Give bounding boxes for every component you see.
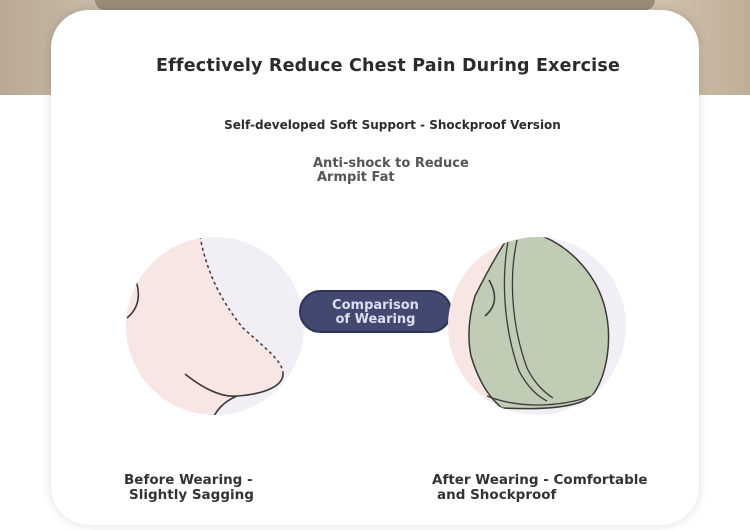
after-caption-line-1: After Wearing - Comfortable — [432, 472, 648, 488]
after-illustration — [448, 237, 626, 415]
before-outline-dashed — [199, 237, 284, 375]
feature-label-line-2: Armpit Fat — [317, 170, 395, 185]
comparison-line-1: Comparison — [332, 298, 419, 313]
before-underline — [184, 373, 238, 397]
before-caption-line-2: Slightly Sagging — [129, 487, 254, 503]
background-shadow — [95, 0, 655, 10]
before-illustration — [126, 237, 304, 415]
feature-label-line-1: Anti-shock to Reduce — [313, 156, 469, 171]
before-skin — [126, 237, 283, 415]
before-caption-line-1: Before Wearing - — [124, 472, 253, 488]
after-arm-line — [484, 279, 496, 317]
after-seam-inner — [511, 239, 554, 399]
after-seam-outer — [503, 237, 548, 402]
after-caption: After Wearing - Comfortable and Shockpro… — [432, 473, 648, 503]
page-title: Effectively Reduce Chest Pain During Exe… — [155, 56, 621, 76]
before-caption: Before Wearing - Slightly Sagging — [124, 473, 254, 503]
before-outline-solid — [236, 373, 284, 397]
page-subtitle: Self-developed Soft Support - Shockproof… — [224, 118, 561, 132]
comparison-line-2: of Wearing — [335, 312, 416, 327]
comparison-badge: Comparison of Wearing — [299, 290, 452, 333]
after-caption-line-2: and Shockproof — [437, 487, 557, 503]
feature-label: Anti-shock to Reduce Armpit Fat — [313, 157, 513, 185]
before-outline-lower — [212, 395, 238, 415]
after-band — [486, 395, 593, 406]
